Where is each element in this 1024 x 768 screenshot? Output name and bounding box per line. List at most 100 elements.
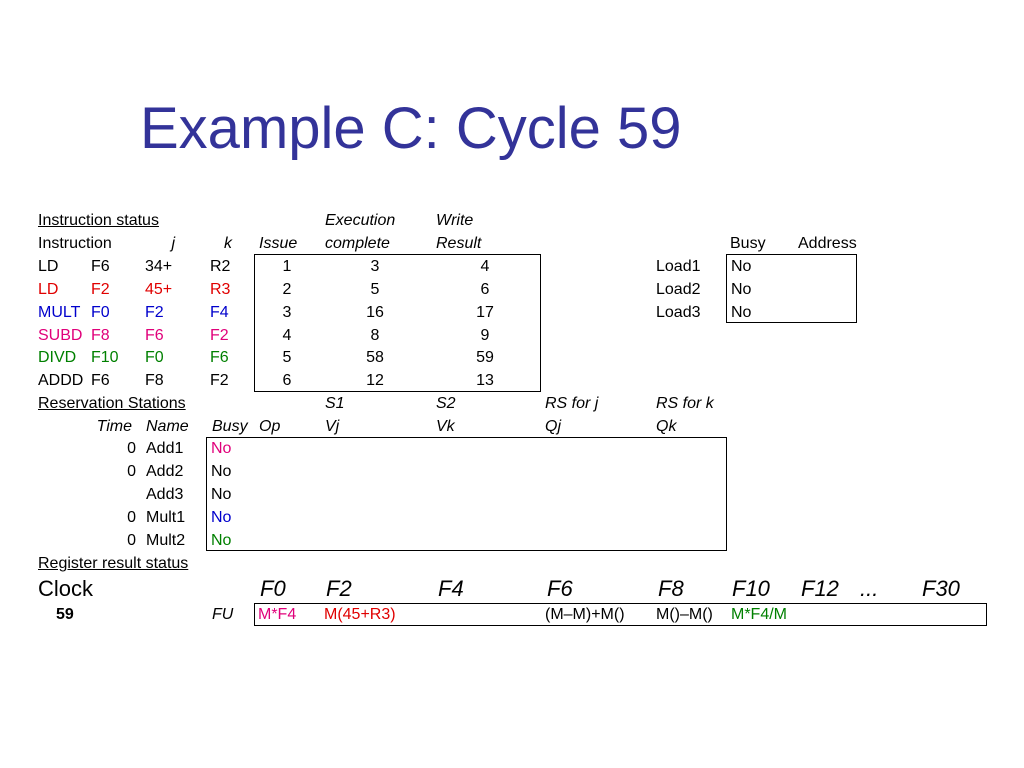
register-fu-value: M(45+R3): [324, 606, 396, 623]
register-name: F4: [438, 576, 464, 601]
instr-j: F2: [145, 304, 164, 321]
vj-header: Vj: [325, 418, 340, 435]
complete-header: complete: [325, 235, 390, 252]
instr-dest: F8: [91, 327, 110, 344]
instr-dest: F2: [91, 281, 110, 298]
register-fu-value: M*F4/M: [731, 606, 787, 623]
instr-dest: F10: [91, 349, 119, 366]
instr-issue: 4: [282, 327, 292, 344]
instruction-header: Instruction: [38, 235, 112, 252]
load-buffers-box: [726, 254, 857, 323]
register-name: F2: [326, 576, 352, 601]
rs-busy: No: [211, 509, 232, 526]
s2-header: S2: [436, 395, 456, 412]
instr-j: 34+: [145, 258, 173, 275]
instruction-status-box: [254, 254, 541, 392]
rsj-header: RS for j: [545, 395, 599, 412]
op-header: Op: [259, 418, 281, 435]
rs-name: Mult2: [146, 532, 186, 549]
instr-k: F4: [210, 304, 229, 321]
load-name: Load1: [656, 258, 701, 275]
instr-write: 9: [480, 327, 490, 344]
rs-time: 0: [127, 532, 136, 549]
register-result-label: Register result status: [38, 555, 189, 572]
instr-exec: 16: [366, 304, 384, 321]
write-header: Write: [436, 212, 474, 229]
busy-header: Busy: [212, 418, 248, 435]
instr-j: 45+: [145, 281, 173, 298]
load-busy: No: [731, 304, 752, 321]
instr-write: 17: [476, 304, 494, 321]
instr-issue: 6: [282, 372, 292, 389]
register-name: F6: [547, 576, 573, 601]
instr-dest: F6: [91, 258, 110, 275]
rs-busy: No: [211, 440, 232, 457]
instr-exec: 8: [370, 327, 380, 344]
s1-header: S1: [325, 395, 345, 412]
register-fu-value: M()–M(): [656, 606, 713, 623]
rs-busy: No: [211, 532, 232, 549]
rs-name: Mult1: [146, 509, 186, 526]
instr-exec: 3: [370, 258, 380, 275]
instr-k: F6: [210, 349, 229, 366]
instr-write: 6: [480, 281, 490, 298]
instr-op: LD: [38, 281, 59, 298]
load-busy: No: [731, 258, 752, 275]
clock-value: 59: [56, 606, 74, 623]
register-name: F0: [260, 576, 286, 601]
instruction-status-label: Instruction status: [38, 212, 159, 229]
instr-exec: 12: [366, 372, 384, 389]
load-address-header: Address: [798, 235, 857, 252]
k-header: k: [224, 235, 232, 252]
instr-exec: 5: [370, 281, 380, 298]
load-busy: No: [731, 281, 752, 298]
instr-k: F2: [210, 372, 229, 389]
instr-op: ADDD: [38, 372, 84, 389]
clock-label: Clock: [38, 576, 94, 601]
vk-header: Vk: [436, 418, 455, 435]
qk-header: Qk: [656, 418, 677, 435]
rs-name: Add3: [146, 486, 184, 503]
instr-issue: 1: [282, 258, 292, 275]
rs-name: Add2: [146, 463, 184, 480]
instr-dest: F0: [91, 304, 110, 321]
page-title: Example C: Cycle 59: [140, 96, 682, 161]
execution-header: Execution: [325, 212, 396, 229]
j-header: j: [171, 235, 175, 252]
instr-dest: F6: [91, 372, 110, 389]
instr-j: F0: [145, 349, 164, 366]
instr-issue: 2: [282, 281, 292, 298]
instr-j: F8: [145, 372, 164, 389]
rs-time: 0: [127, 463, 136, 480]
reservation-stations-label: Reservation Stations: [38, 395, 186, 412]
register-name: F30: [922, 576, 960, 601]
register-fu-value: (M–M)+M(): [545, 606, 625, 623]
instr-exec: 58: [366, 349, 384, 366]
register-name: F12: [801, 576, 839, 601]
instr-issue: 3: [282, 304, 292, 321]
result-header: Result: [436, 235, 482, 252]
instr-op: MULT: [38, 304, 81, 321]
rsk-header: RS for k: [656, 395, 714, 412]
instr-issue: 5: [282, 349, 292, 366]
register-name: ...: [860, 576, 879, 601]
instr-write: 4: [480, 258, 490, 275]
rs-time: 0: [127, 509, 136, 526]
rs-busy: No: [211, 486, 232, 503]
register-fu-value: M*F4: [258, 606, 297, 623]
instr-j: F6: [145, 327, 164, 344]
instr-op: LD: [38, 258, 59, 275]
issue-header: Issue: [259, 235, 298, 252]
load-busy-header: Busy: [730, 235, 766, 252]
time-header: Time: [96, 418, 132, 435]
rs-time: 0: [127, 440, 136, 457]
reservation-stations-box: [206, 437, 727, 551]
instr-op: DIVD: [38, 349, 77, 366]
instr-k: R3: [210, 281, 231, 298]
instr-k: R2: [210, 258, 231, 275]
register-name: F8: [658, 576, 684, 601]
load-name: Load3: [656, 304, 701, 321]
instr-write: 13: [476, 372, 494, 389]
qj-header: Qj: [545, 418, 561, 435]
rs-busy: No: [211, 463, 232, 480]
